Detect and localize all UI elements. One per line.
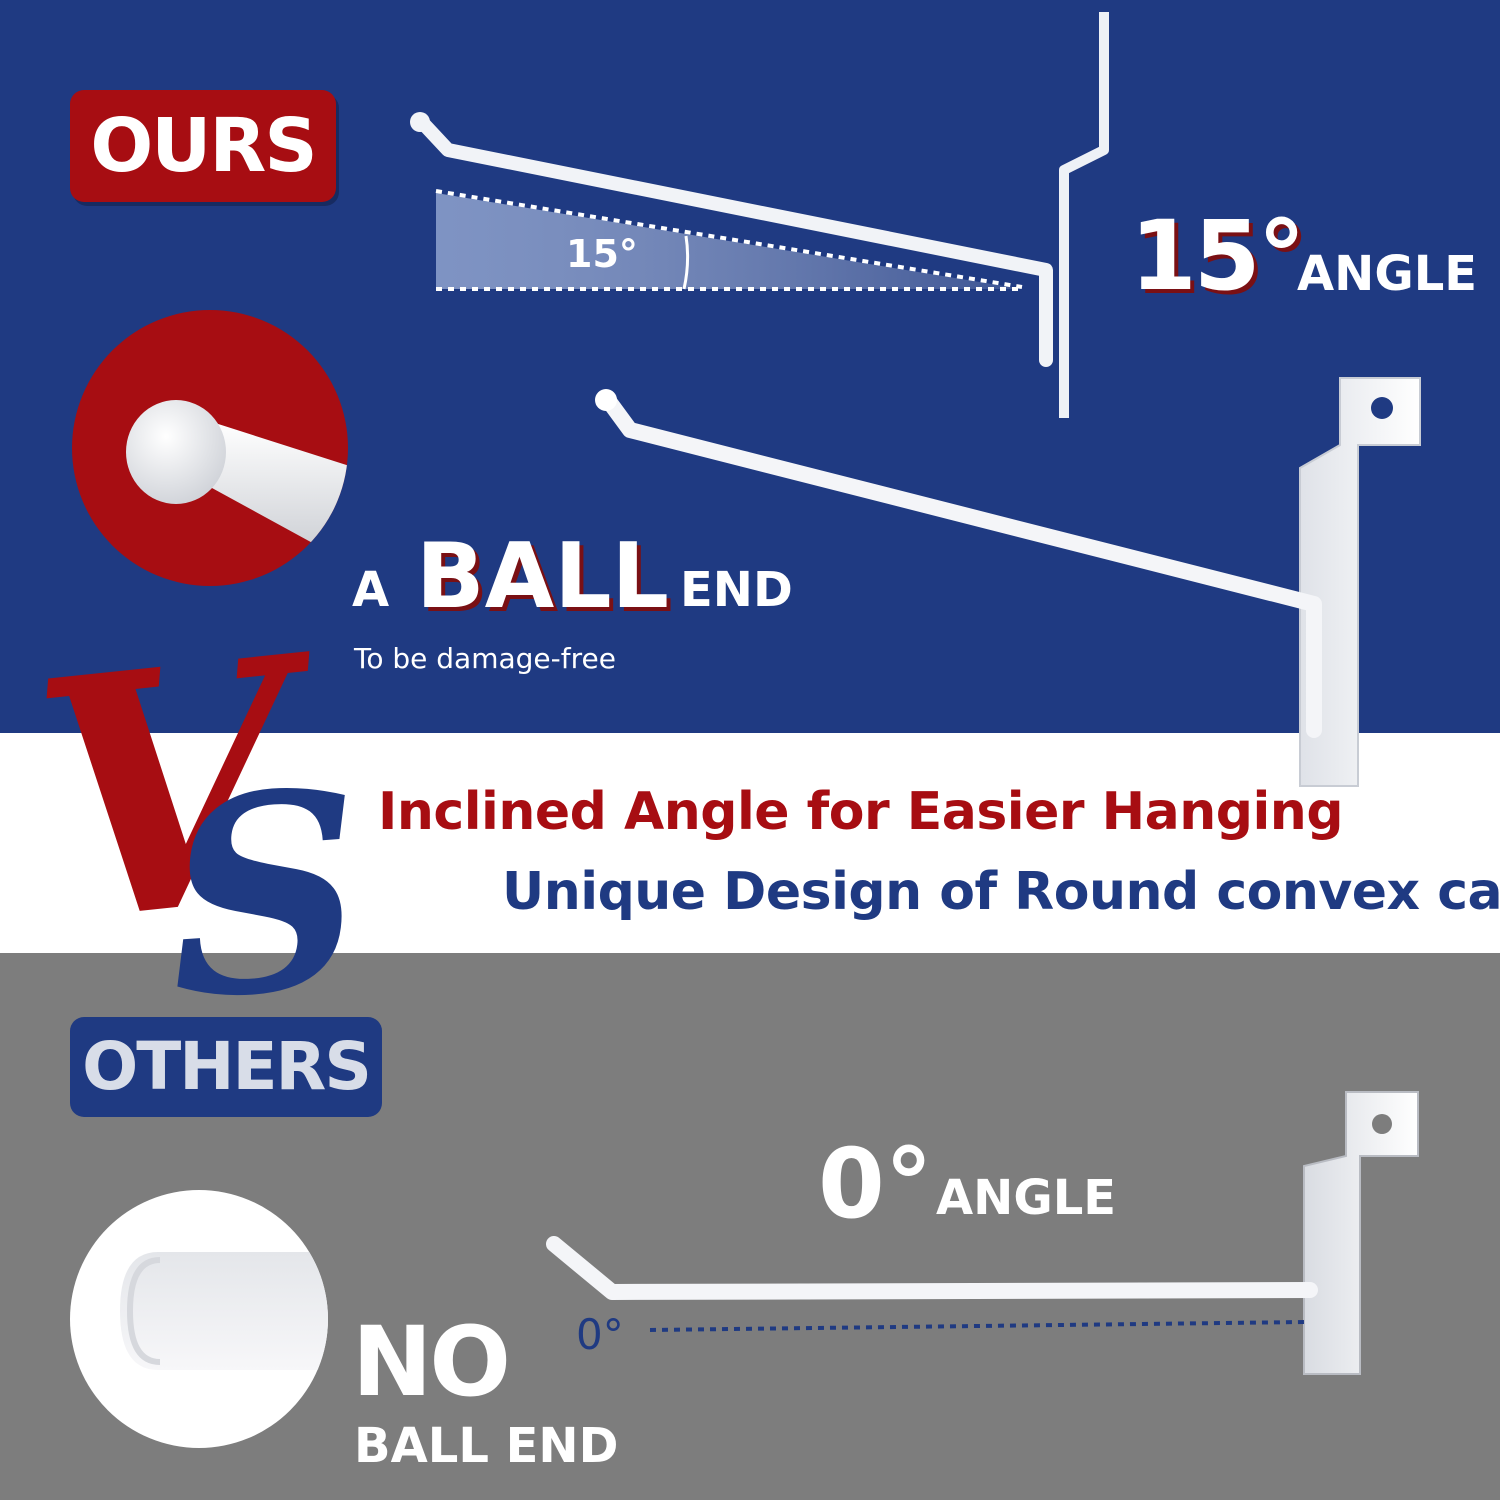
feature-line-incline: Inclined Angle for Easier Hanging: [378, 782, 1344, 842]
ball-end-suffix: END: [680, 562, 793, 618]
angle-label-0: 0°: [576, 1310, 624, 1359]
features-section-background: [0, 733, 1500, 953]
angle-value-15: 15°: [1130, 200, 1306, 312]
angle-word-top: ANGLE: [1297, 246, 1478, 302]
angle-value-0: 0°: [818, 1128, 933, 1240]
slatwall-hook-wire: [600, 392, 1322, 738]
ball-end-prefix: A: [352, 562, 390, 618]
no-ball-end-headline: NO: [352, 1306, 511, 1418]
hook-bracket-top: [1059, 12, 1109, 418]
straight-hook-wire: [546, 1236, 1318, 1300]
dotted-incline-line: [435, 189, 1023, 289]
feature-line-round-cap: Unique Design of Round convex cap: [502, 862, 1500, 922]
angle-arc: [682, 235, 690, 290]
angle-label-15: 15°: [566, 232, 638, 276]
angle-word-bottom: ANGLE: [936, 1170, 1117, 1226]
others-badge: OTHERS: [70, 1017, 382, 1117]
flat-end-closeup: [70, 1190, 328, 1448]
ours-badge: OURS: [70, 90, 336, 202]
hook-wire-top: [413, 113, 1053, 367]
no-ball-end-subtitle: BALL END: [354, 1418, 619, 1474]
vs-letter-s: S: [157, 729, 374, 1060]
flat-end-icon: [120, 1252, 328, 1370]
ball-end-closeup: [72, 310, 348, 586]
ball-end-subtitle: To be damage-free: [354, 642, 616, 675]
zero-degree-baseline: [649, 1320, 1307, 1332]
ball-end-icon: [126, 400, 348, 563]
ball-end-headline: BALL: [416, 524, 669, 629]
